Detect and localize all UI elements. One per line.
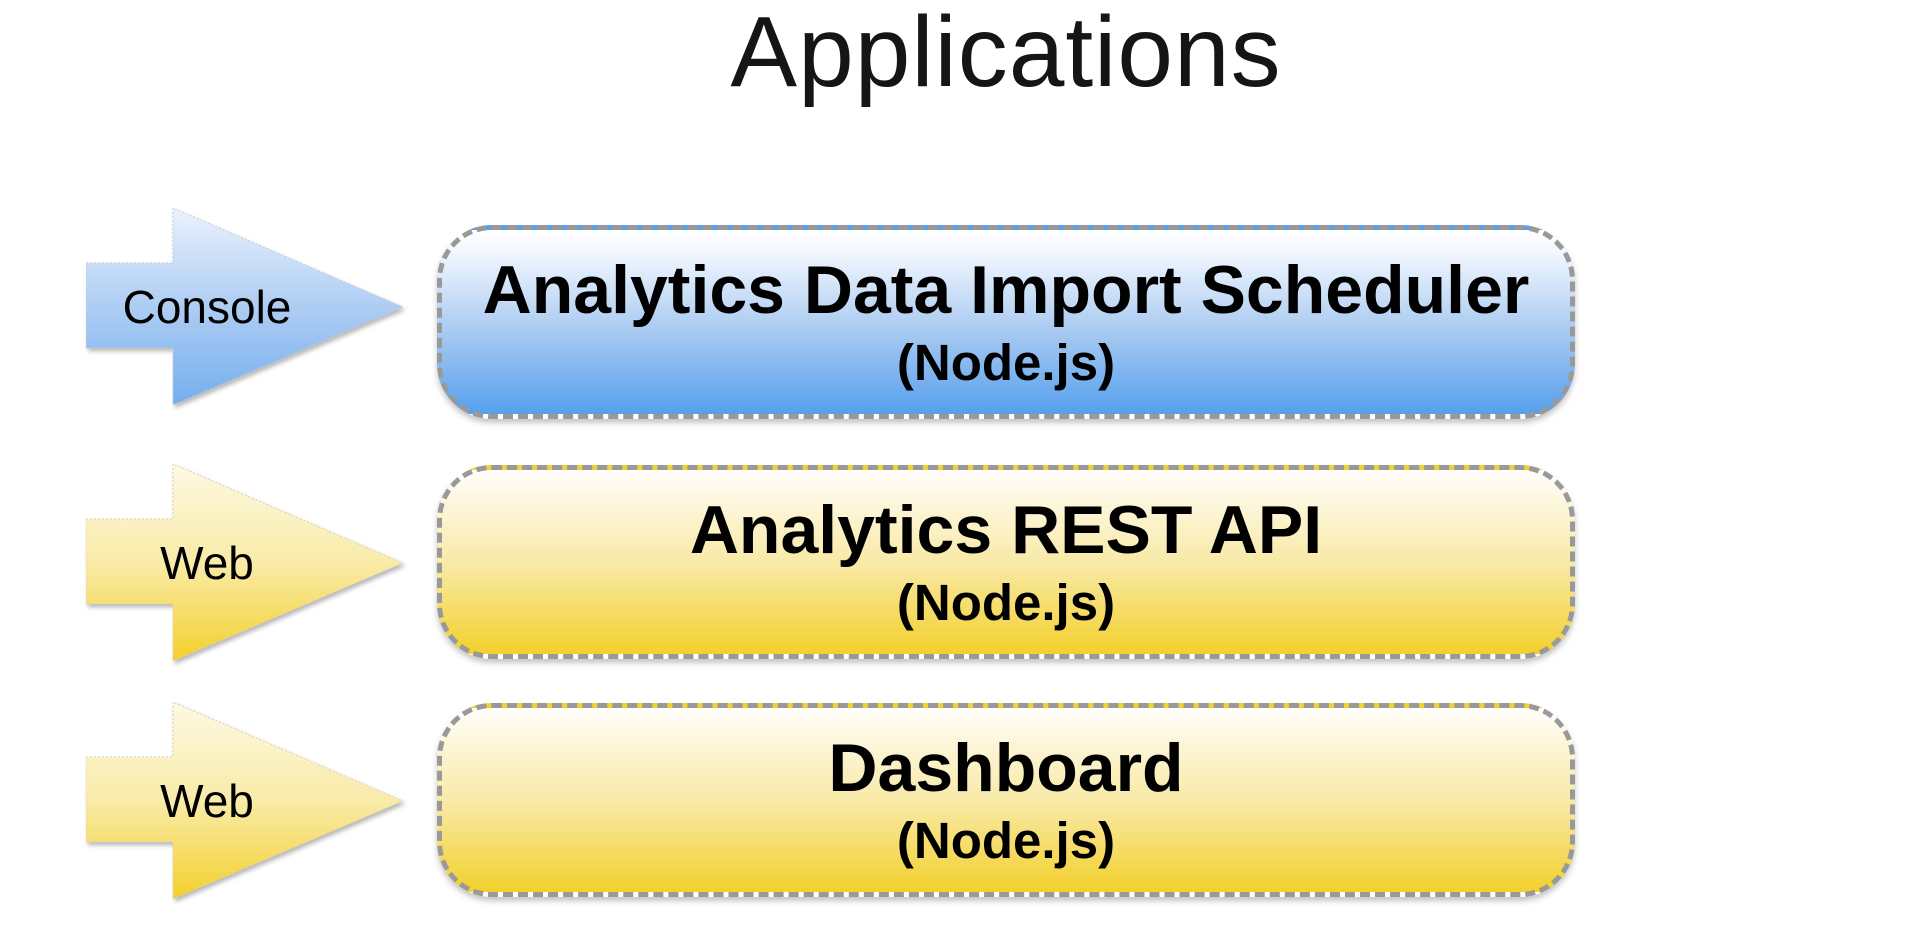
app-box-scheduler: Analytics Data Import Scheduler (Node.js… [437,225,1575,419]
web-arrow-dashboard: Web [86,702,403,899]
app-box-subtitle: (Node.js) [896,812,1116,869]
console-arrow: Console [86,208,403,405]
arrow-label-web-2: Web [160,774,254,827]
app-box-title: Analytics Data Import Scheduler [482,252,1530,328]
app-box-subtitle: (Node.js) [896,334,1116,391]
right-arrow-icon [86,702,403,899]
app-box-rest-api: Analytics REST API (Node.js) [437,465,1575,659]
right-arrow-icon [86,464,403,661]
right-arrow-icon [86,208,403,405]
app-box-title: Dashboard [828,730,1184,806]
app-box-subtitle: (Node.js) [896,574,1116,631]
page-title: Applications [730,0,1282,108]
web-arrow-rest-api: Web [86,464,403,661]
arrow-label-console: Console [122,280,292,333]
arrow-label-web-1: Web [160,536,254,589]
app-box-title: Analytics REST API [689,492,1323,568]
app-box-dashboard: Dashboard (Node.js) [437,703,1575,897]
